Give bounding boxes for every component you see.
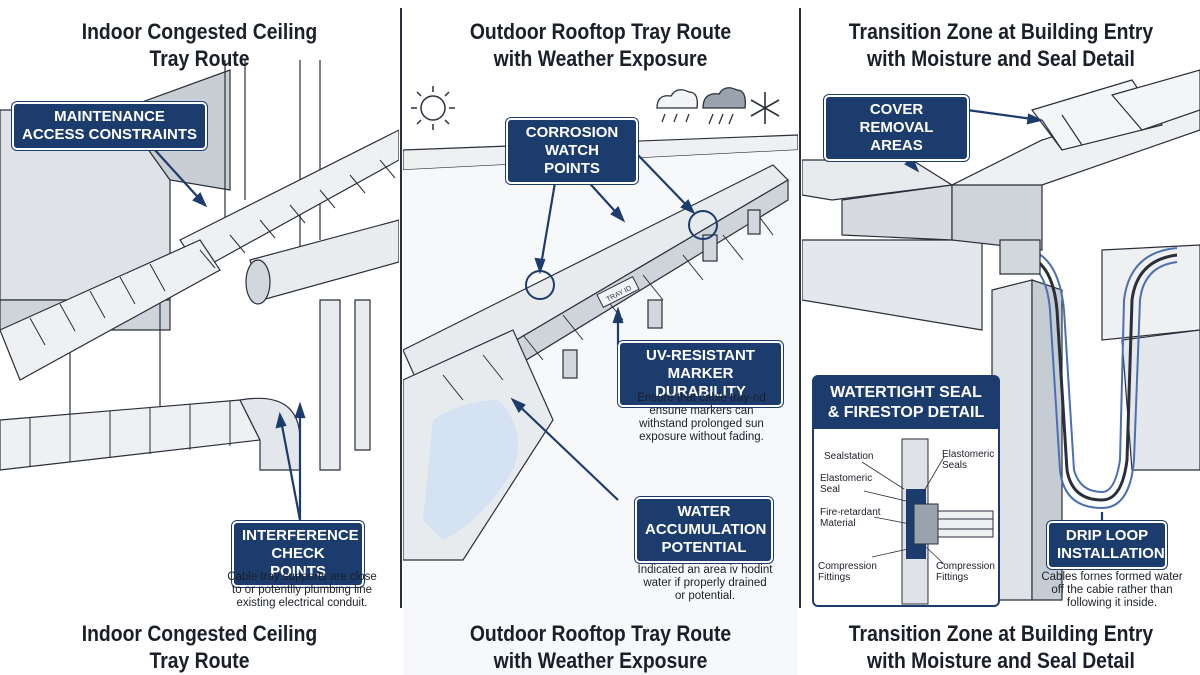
panel-title: Outdoor Rooftop Tray Route with Weather … bbox=[469, 19, 732, 71]
sealstation-label: Sealstation bbox=[824, 451, 874, 462]
panel-divider-left bbox=[400, 8, 402, 608]
panel-caption: Outdoor Rooftop Tray Route with Weather … bbox=[469, 621, 732, 673]
water-accumulation-note: Indicated an area iv hodint water if pro… bbox=[637, 564, 773, 602]
water-accumulation-callout: WATER ACCUMULATION POTENTIAL bbox=[634, 496, 774, 564]
panel-title: Transition Zone at Building Entry with M… bbox=[848, 19, 1154, 71]
interference-note: Cable tray supports are close to or pote… bbox=[227, 571, 377, 609]
panel-title: Indoor Congested Ceiling Tray Route bbox=[81, 19, 318, 71]
sun-icon bbox=[411, 86, 455, 130]
elastomeric-seals-label: Elastomeric Seals bbox=[942, 449, 995, 471]
corrosion-watch-callout: CORROSION WATCH POINTS bbox=[505, 117, 639, 185]
outdoor-rooftop-panel: TRAY ID Outdoor Rooftop Tray Route with … bbox=[403, 0, 798, 675]
elastomeric-seal-label: Elastomeric Seal bbox=[820, 473, 873, 495]
indoor-tray-illustration bbox=[0, 60, 399, 521]
seal-cross-section bbox=[861, 438, 994, 605]
drip-loop-note: Cables fornes formed water off the cabie… bbox=[1041, 571, 1183, 609]
snowflake-icon bbox=[750, 92, 780, 124]
rain-cloud-icon bbox=[656, 89, 698, 123]
storm-cloud-icon bbox=[702, 87, 746, 125]
interference-check-callout: INTERFERENCE CHECK POINTS bbox=[231, 520, 365, 588]
building-entry-illustration bbox=[802, 69, 1200, 601]
seal-detail-title: WATERTIGHT SEAL & FIRESTOP DETAIL bbox=[814, 377, 998, 429]
drip-loop-callout: DRIP LOOP INSTALLATION bbox=[1046, 520, 1168, 570]
compression-fittings-right-label: Compression Fittings bbox=[936, 561, 995, 583]
rooftop-tray-illustration: TRAY ID bbox=[403, 86, 798, 675]
indoor-ceiling-panel: Indoor Congested Ceiling Tray Route MAIN… bbox=[0, 0, 399, 675]
panel-caption: Transition Zone at Building Entry with M… bbox=[848, 621, 1154, 673]
transition-zone-panel: Transition Zone at Building Entry with M… bbox=[802, 0, 1200, 675]
seal-detail-box: WATERTIGHT SEAL & FIRESTOP DETAIL Sealst… bbox=[812, 375, 1000, 607]
cover-removal-callout: COVER REMOVAL AREAS bbox=[823, 94, 970, 162]
fire-retardant-label: Fire-retardant Material bbox=[820, 507, 881, 529]
panel-caption: Indoor Congested Ceiling Tray Route bbox=[81, 621, 318, 673]
panel-divider-right bbox=[799, 8, 801, 608]
maintenance-access-callout: MAINTENANCE ACCESS CONSTRAINTS bbox=[11, 101, 208, 151]
uv-marker-note: Ensure that cable tray-nd ensune markers… bbox=[637, 392, 766, 443]
uv-marker-callout: UV-RESISTANT MARKER DURABILITY bbox=[617, 340, 784, 408]
compression-fittings-left-label: Compression Fittings bbox=[818, 561, 877, 583]
